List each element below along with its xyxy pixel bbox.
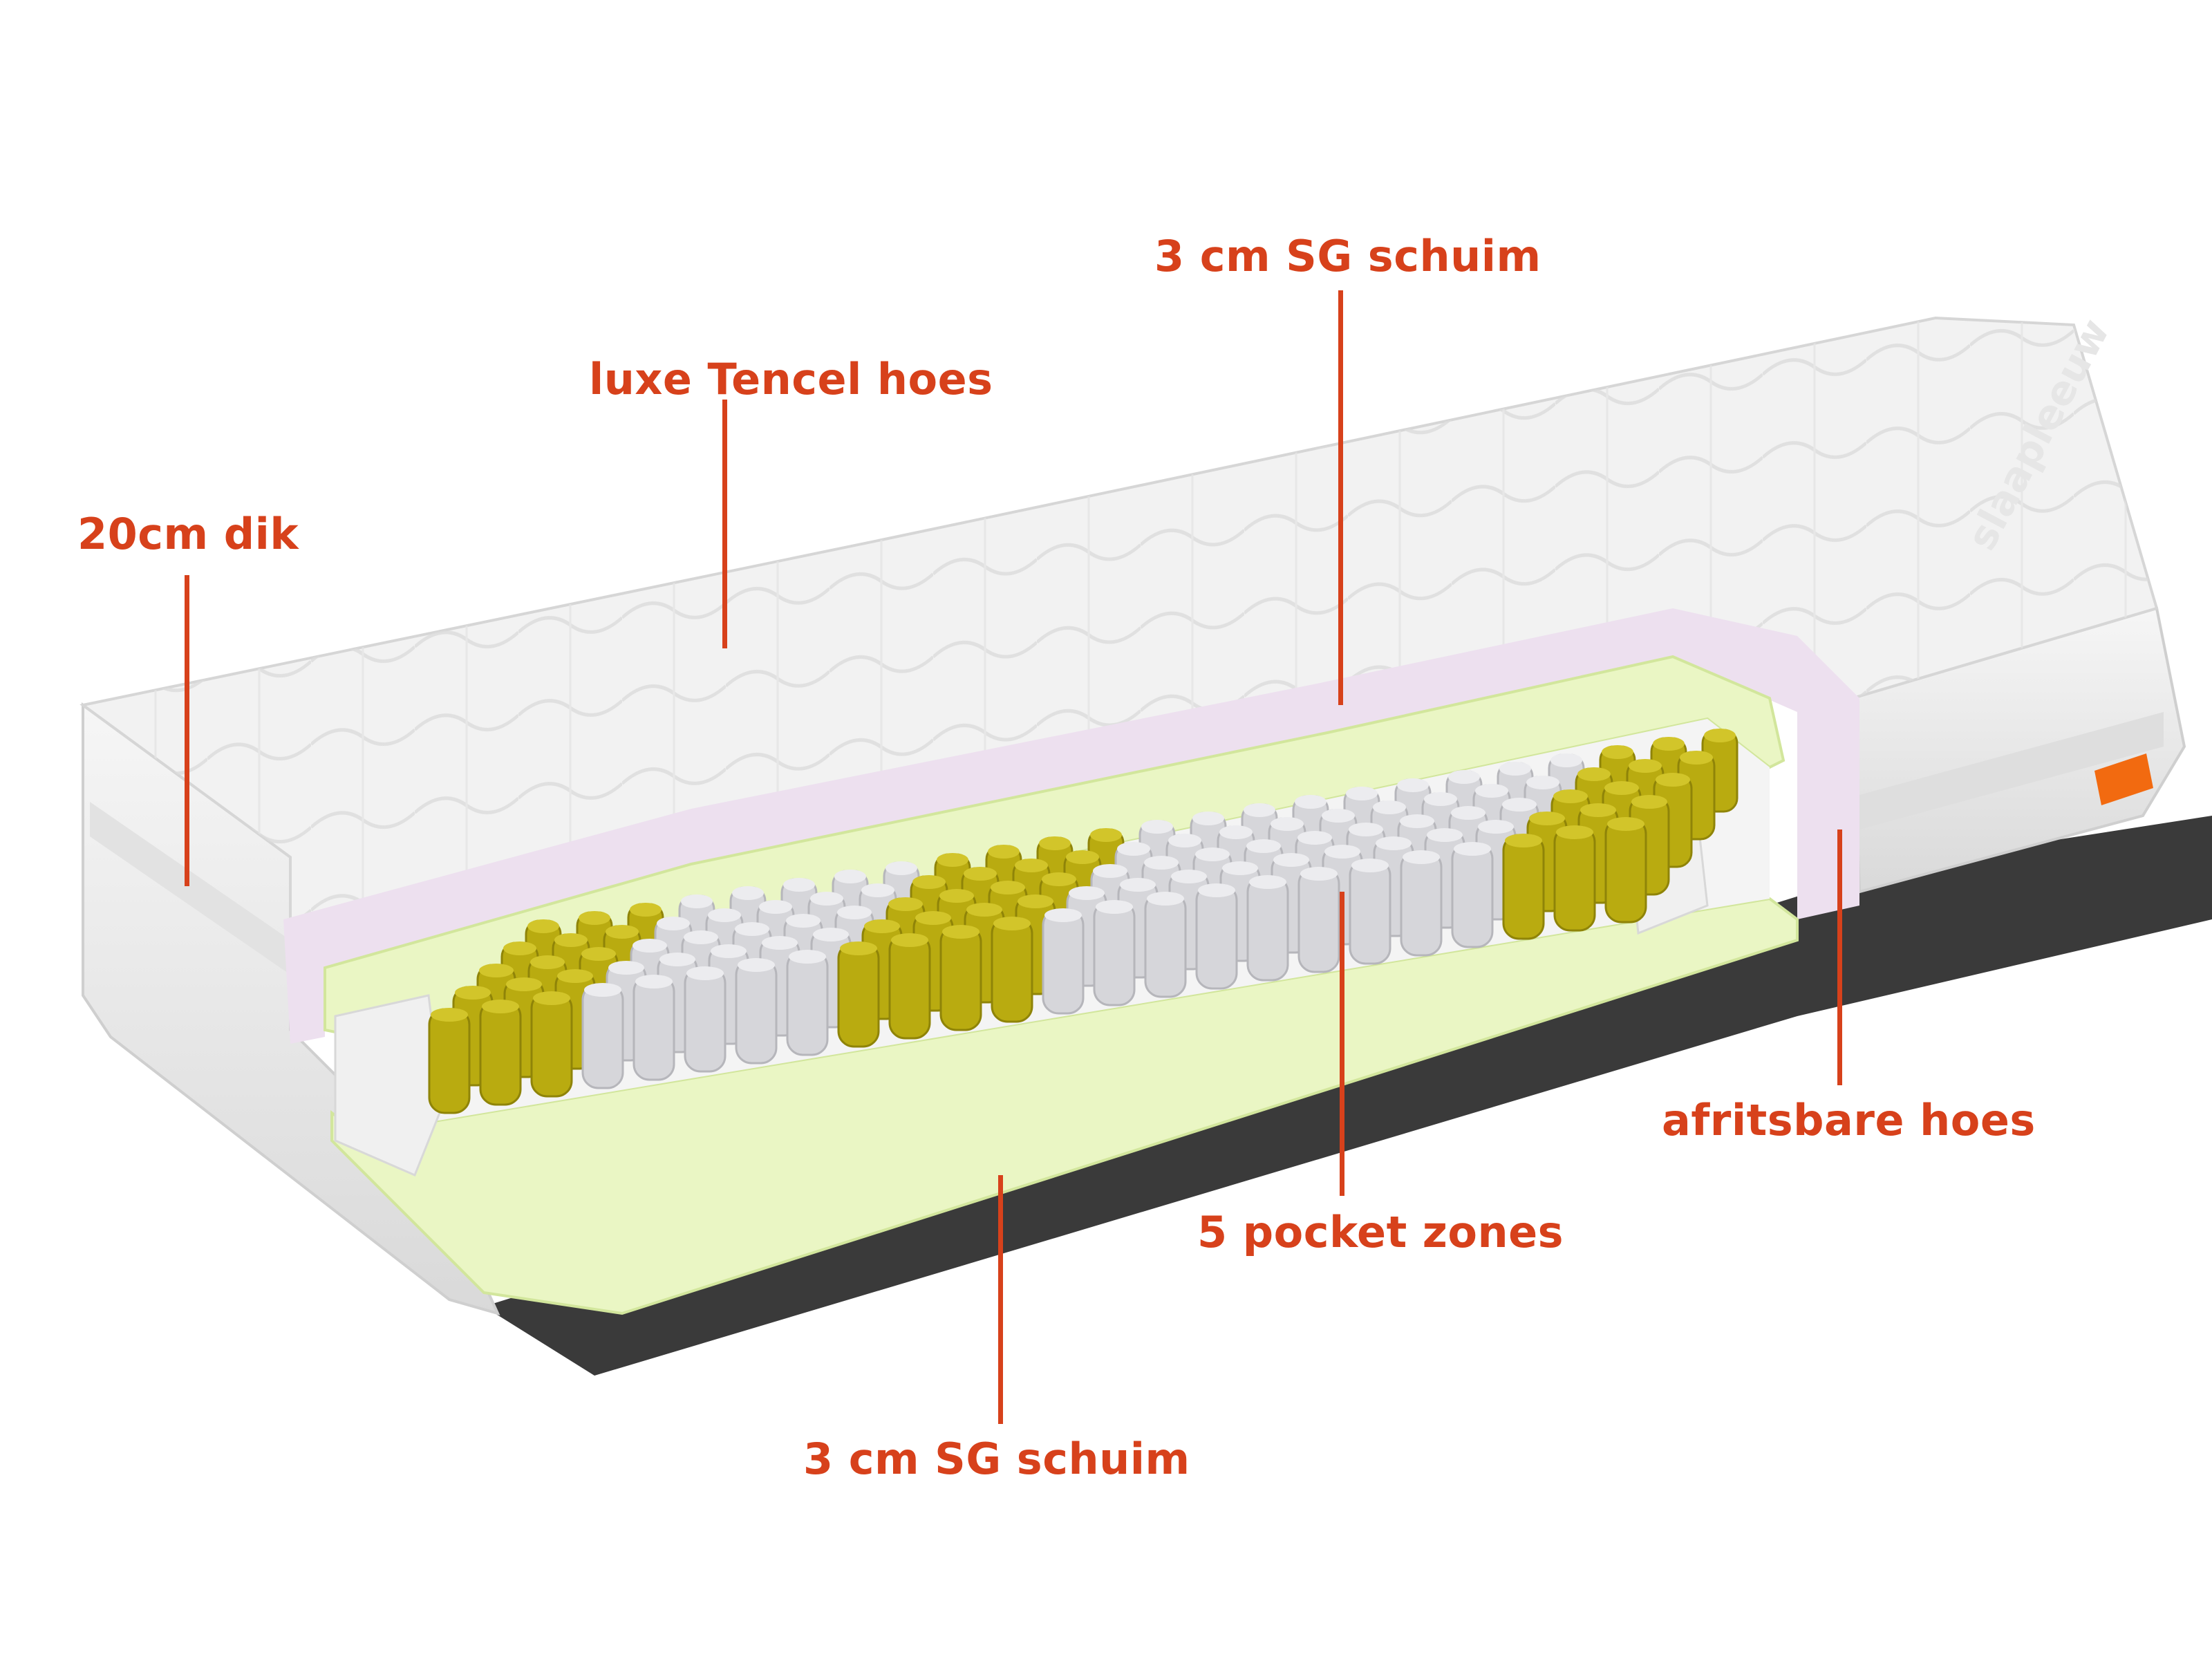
zip-band	[90, 802, 290, 975]
pocket-spring	[632, 975, 675, 1081]
pocket-spring-firm	[530, 991, 573, 1098]
pocket-spring	[786, 950, 829, 1056]
tencel-cover-layer	[283, 608, 1859, 1044]
pocket-spring	[1246, 875, 1289, 982]
leader-line-pocket-zones	[1340, 892, 1344, 1196]
pocket-spring-firm	[479, 1000, 522, 1106]
quilt-pattern	[83, 318, 2157, 933]
pocket-spring	[1297, 867, 1340, 973]
pocket-spring-firm	[837, 941, 880, 1048]
leader-line-bottom-foam	[998, 1175, 1003, 1424]
label-bottom-foam: 3 cm SG schuim	[803, 1434, 1190, 1484]
brand-tag	[2094, 753, 2153, 805]
zip-band-right	[1859, 712, 2164, 830]
label-pocket-zones: 5 pocket zones	[1197, 1207, 1564, 1257]
pocket-spring	[1093, 900, 1136, 1006]
pocket-springs	[428, 729, 1738, 1114]
pocket-spring-firm	[1502, 834, 1545, 940]
leader-line-cover	[722, 400, 727, 648]
label-thickness: 20cm dik	[77, 509, 299, 559]
pocket-spring	[1042, 908, 1085, 1015]
pocket-spring	[684, 966, 727, 1073]
label-removable-cover: afritsbare hoes	[1662, 1095, 2036, 1145]
pocket-spring-firm	[991, 917, 1033, 1023]
label-top-foam: 3 cm SG schuim	[1154, 231, 1541, 281]
leader-line-top-foam	[1338, 290, 1343, 705]
floor-shadow	[484, 816, 2212, 1376]
pocket-spring	[1400, 850, 1443, 957]
pocket-spring-firm	[428, 1008, 471, 1114]
leader-line-removable-cover	[1837, 830, 1842, 1085]
pocket-spring	[1451, 842, 1494, 948]
pocket-spring-firm	[1553, 825, 1596, 932]
pocket-spring	[1144, 892, 1187, 998]
pocket-spring	[581, 983, 624, 1089]
pocket-spring-firm	[1604, 817, 1647, 924]
foam-side-block-left	[334, 994, 444, 1177]
leader-line-thickness	[185, 575, 189, 886]
pocket-spring-firm	[888, 933, 931, 1040]
pocket-spring	[735, 958, 778, 1065]
pocket-spring-firm	[939, 925, 982, 1031]
label-cover: luxe Tencel hoes	[589, 354, 993, 404]
pocket-spring	[1349, 859, 1391, 965]
pocket-spring	[1195, 883, 1238, 990]
